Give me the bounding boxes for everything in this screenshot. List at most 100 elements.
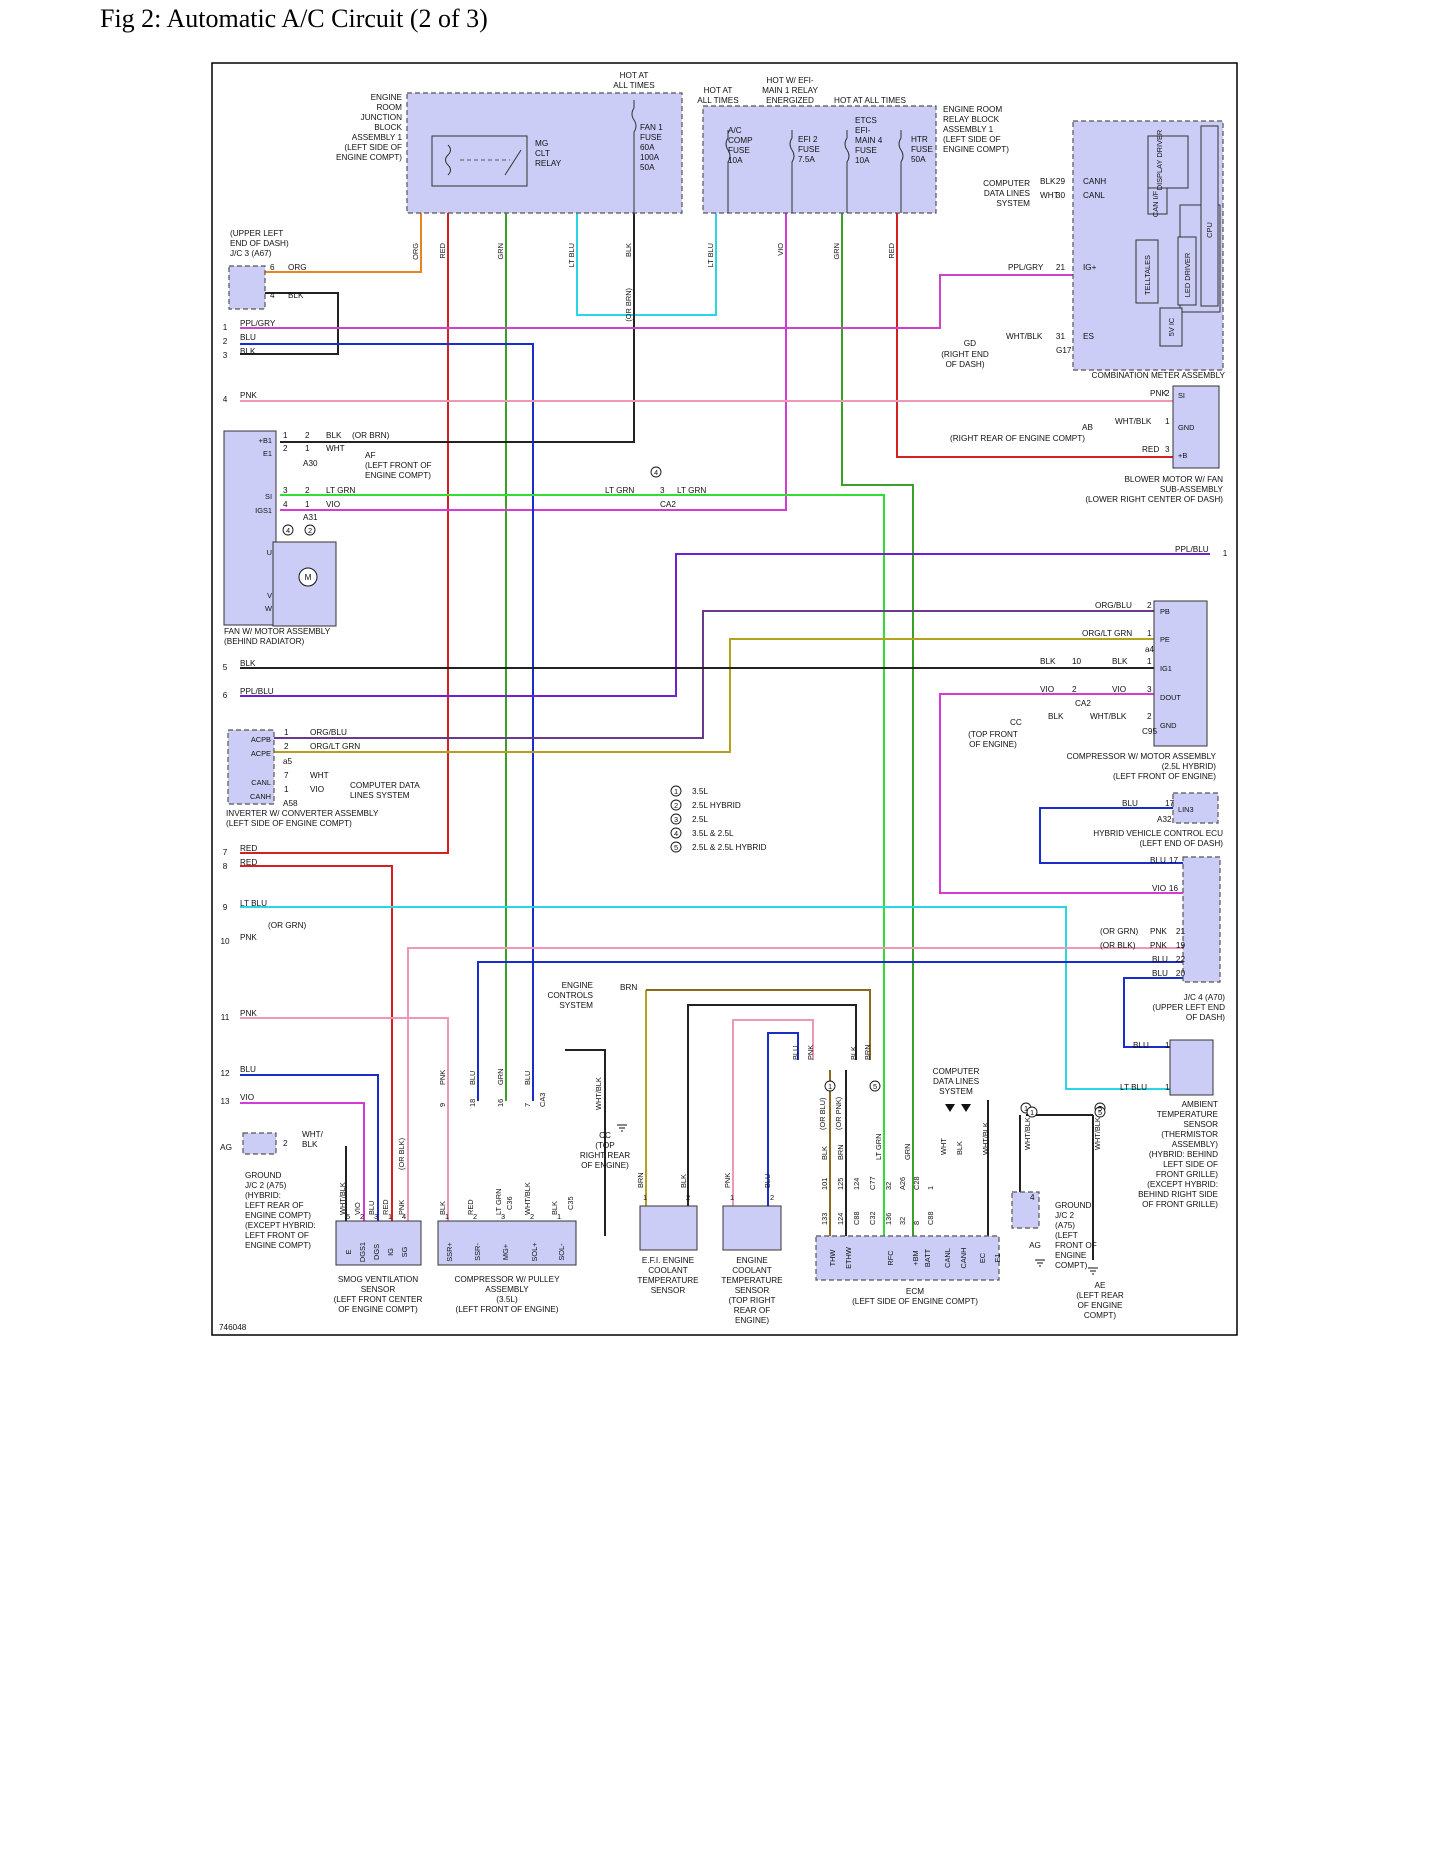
label: BLK [679, 1174, 688, 1188]
motor-symbol: M [305, 573, 312, 582]
label: VIO [1112, 685, 1126, 694]
label: 19 [1176, 941, 1186, 950]
label: (LEFT FRONT CENTER [334, 1295, 423, 1304]
label: ORG/BLU [1095, 601, 1132, 610]
pin-number: 3 [374, 1212, 378, 1221]
label: BLK [302, 1140, 318, 1149]
wire-color-label: BLU [240, 333, 256, 342]
label: FAN 1 [640, 123, 663, 132]
pin-number: 4 [1030, 1193, 1035, 1202]
wire-pnk-ect [732, 1019, 814, 1206]
label: C88 [852, 1211, 861, 1225]
label: FUSE [911, 145, 933, 154]
pin-label: ACPB [251, 735, 271, 744]
option-number-circle [282, 524, 294, 536]
jc2-left-connector [242, 1132, 277, 1155]
pin-number: 5 [346, 1212, 350, 1221]
option-number: 4 [654, 468, 658, 477]
pin-label: THW [828, 1250, 837, 1267]
row-number: 6 [223, 691, 228, 700]
label: J/C 3 (A67) [230, 249, 272, 258]
label: (LOWER RIGHT CENTER OF DASH) [1085, 495, 1223, 504]
label: SYSTEM [996, 199, 1030, 208]
option-number-circle [824, 1080, 836, 1092]
label: RELAY BLOCK [943, 115, 1000, 124]
wire-color-label: VIO [310, 785, 324, 794]
option-number-circle [869, 1080, 881, 1092]
label: (UPPER LEFT END [1152, 1003, 1225, 1012]
label: LEFT REAR OF [245, 1201, 304, 1210]
label: ENGINE COMPT) [245, 1241, 311, 1250]
label: (HYBRID: BEHIND [1149, 1150, 1218, 1159]
label: 17 [1165, 799, 1175, 808]
label: 1 [305, 444, 310, 453]
label: WHT/BLK [338, 1182, 347, 1215]
compressor-pulley [437, 1220, 577, 1266]
label: BLU [1150, 856, 1166, 865]
label: (BEHIND RADIATOR) [224, 637, 304, 646]
wire-blk-fan [280, 213, 635, 443]
label: ASSEMBLY) [1172, 1140, 1219, 1149]
label: 10A [855, 156, 870, 165]
label: (LEFT SIDE OF ENGINE COMPT) [226, 819, 352, 828]
meter-telltales-inner [1135, 239, 1159, 304]
option-number: 1 [674, 787, 678, 796]
label: 18 [468, 1099, 477, 1107]
label: 2 [770, 1193, 774, 1202]
label: 17 [1169, 856, 1179, 865]
wire-blu-hv [1039, 807, 1183, 864]
label: ORG/LT GRN [1082, 629, 1132, 638]
wire-lt-grn-ca2 [280, 494, 885, 1236]
wire-color-label: BLU [240, 1065, 256, 1074]
option-number: 5 [1098, 1108, 1102, 1117]
connector-id: C35 [566, 1196, 575, 1210]
option-number: 3 [674, 815, 678, 824]
wire-ppl-blu [240, 553, 1210, 697]
label: SENSOR [361, 1285, 396, 1294]
label: FAN W/ MOTOR ASSEMBLY [224, 627, 331, 636]
label: BLK [1112, 657, 1128, 666]
wire-color-label: BLK [240, 659, 256, 668]
wire-blu-2 [240, 343, 534, 1101]
label: C88 [926, 1211, 935, 1225]
label: BEHIND RIGHT SIDE [1138, 1190, 1218, 1199]
label: LINES SYSTEM [350, 791, 410, 800]
label: (OR BRN) [352, 431, 390, 440]
label: CANH [1083, 177, 1106, 186]
label: WHT [939, 1138, 948, 1155]
option-number-circle [1026, 1106, 1038, 1118]
connector-id: A30 [303, 459, 318, 468]
inverter-converter [227, 729, 275, 805]
label: BRN [636, 1172, 645, 1188]
label: PNK [723, 1173, 732, 1188]
label: LT BLU [1120, 1083, 1147, 1092]
label: 1 [1165, 1041, 1170, 1050]
pin-label: PB [1160, 607, 1170, 616]
option-number: 2 [308, 526, 312, 535]
label: PPL/BLU [1175, 545, 1209, 554]
row-number: 12 [220, 1069, 230, 1078]
compressor-motor-assembly [1153, 600, 1208, 747]
label: 16 [496, 1099, 505, 1107]
label: COMP [728, 136, 753, 145]
label: MAIN 4 [855, 136, 883, 145]
wire-color-label: (OR BRN) [624, 288, 633, 322]
wire-color-label: PNK [806, 1045, 815, 1060]
block-label: CPU [1205, 222, 1214, 238]
fuse-icon [789, 130, 795, 213]
label: OF ENGINE [1077, 1301, 1123, 1310]
label: GND [1178, 423, 1194, 432]
blower-motor [1172, 385, 1220, 469]
label: (THERMISTOR [1161, 1130, 1218, 1139]
label: 136 [884, 1213, 893, 1225]
ground-icon [1035, 1259, 1045, 1267]
label: LT GRN [605, 486, 634, 495]
wire-color-label: PNK [240, 933, 257, 942]
relay-coil-icon [445, 144, 451, 176]
label: AMBIENT [1182, 1100, 1218, 1109]
label: (RIGHT END [941, 350, 989, 359]
wire-color-label: ORG/BLU [310, 728, 347, 737]
label: AG [1029, 1241, 1041, 1250]
pin-label: GND [1160, 721, 1176, 730]
label: SENSOR [735, 1286, 770, 1295]
